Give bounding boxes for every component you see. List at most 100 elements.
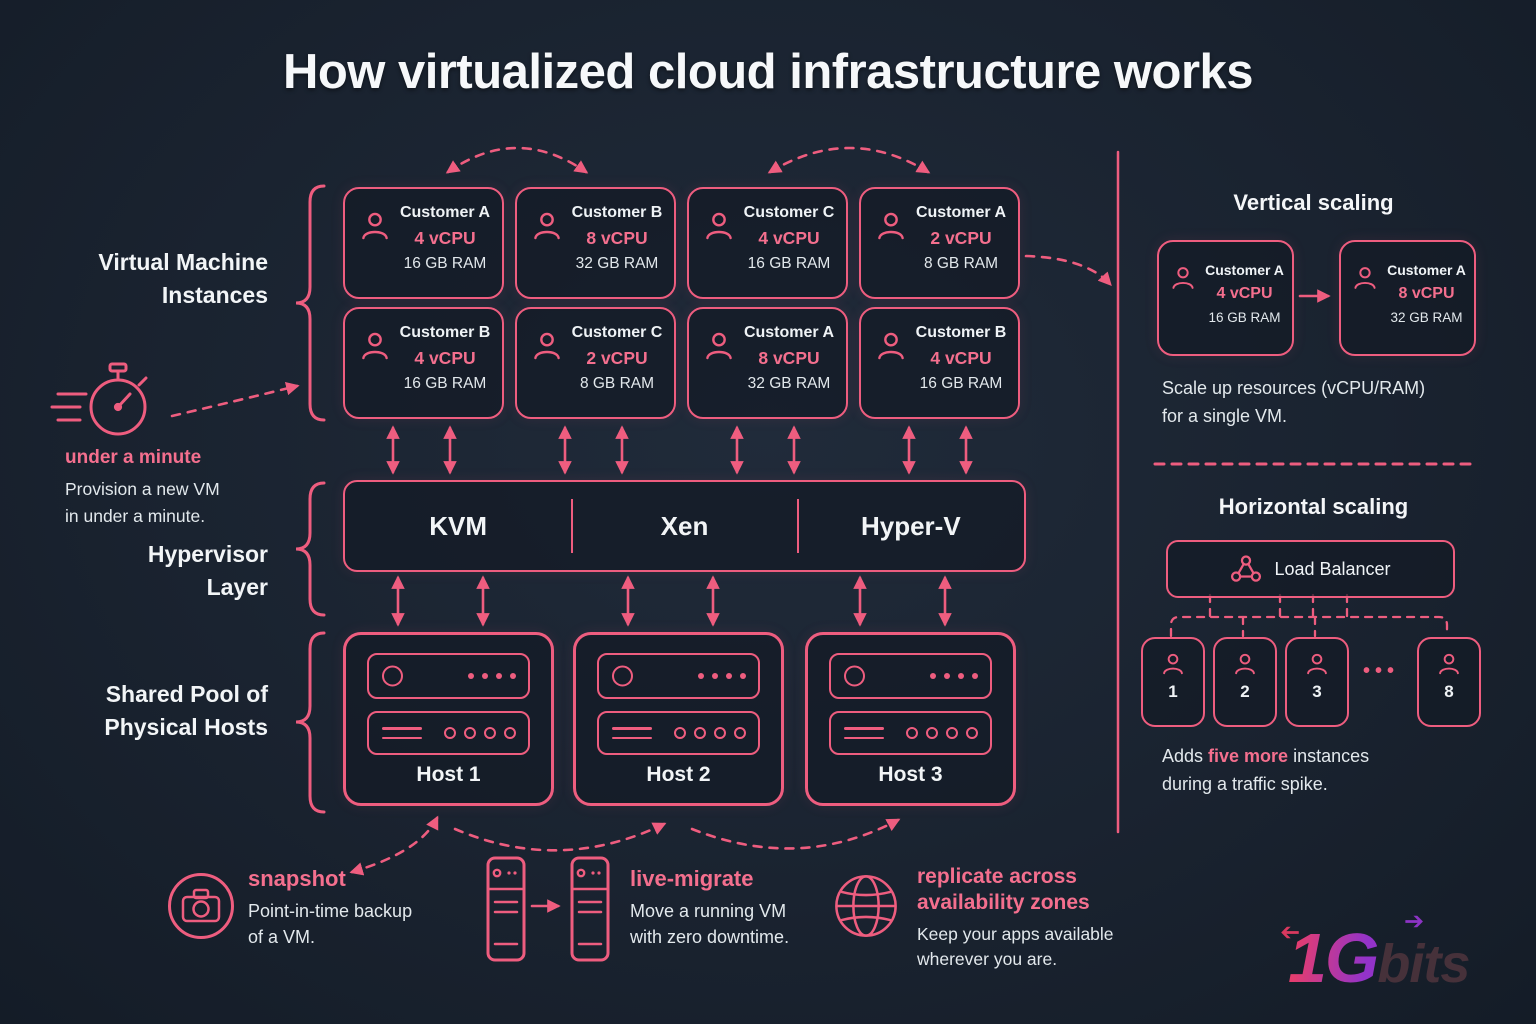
snapshot-curve (349, 815, 439, 876)
load-balancer-box: Load Balancer (1166, 540, 1455, 598)
hypervisor-hyperv: Hyper-V (860, 510, 961, 541)
vcpu-value: 8 vCPU (1398, 285, 1455, 302)
vm-card: Customer A 4 vCPU 16 GB RAM (343, 187, 504, 299)
vcpu-value: 4 vCPU (414, 228, 476, 248)
logo-primary-text: 1G (1288, 919, 1379, 997)
customer-name: Customer B (915, 324, 1007, 341)
customer-name: Customer A (915, 204, 1007, 221)
hypervisor-layer-label: Hypervisor Layer (147, 541, 268, 600)
camera-snapshot-icon (168, 873, 234, 939)
ram-value: 32 GB RAM (1390, 310, 1463, 325)
hypervisor-divider (571, 499, 573, 553)
logo-right-arrow-icon: ➔ (1404, 908, 1425, 935)
instance-card: 8 (1417, 637, 1481, 727)
server-tower-icon (570, 856, 610, 962)
hosts-brace (295, 631, 326, 814)
person-icon (1163, 653, 1183, 675)
person-icon (706, 332, 732, 360)
vcpu-value: 8 vCPU (586, 228, 648, 248)
person-icon (1307, 653, 1327, 675)
vcpu-value: 2 vCPU (586, 348, 648, 368)
load-balancer-icon (1231, 555, 1262, 582)
ram-value: 8 GB RAM (579, 375, 655, 392)
hypervisor-divider (797, 499, 799, 553)
logo-left-arrow-icon: ➔ (1280, 919, 1301, 946)
server-tower-icon (486, 856, 526, 962)
vcpu-value: 4 vCPU (1216, 285, 1273, 302)
server-unit (367, 711, 530, 755)
live-migrate-feature: live-migrate Move a running VM with zero… (630, 866, 790, 947)
horizontal-scaling-caption: Adds five more instances during a traffi… (1162, 746, 1370, 794)
vcpu-value: 4 vCPU (414, 348, 476, 368)
hypervisor-xen: Xen (660, 510, 709, 541)
person-icon (1235, 653, 1255, 675)
page-title: How virtualized cloud infrastructure wor… (282, 45, 1254, 99)
customer-name: Customer A (399, 204, 491, 221)
ram-value: 16 GB RAM (747, 255, 831, 272)
customer-name: Customer A (743, 324, 835, 341)
provision-callout-title: under a minute (65, 447, 202, 468)
vertical-scaling-caption: Scale up resources (vCPU/RAM) for a sing… (1162, 378, 1426, 426)
vcpu-value: 8 vCPU (758, 348, 820, 368)
load-balancer-label: Load Balancer (1274, 558, 1391, 579)
vcpu-value: 4 vCPU (930, 348, 992, 368)
live-migrate-title: live-migrate (630, 866, 754, 891)
vm-layer-label: Virtual Machine Instances (98, 249, 268, 308)
vertical-scaling-after-card: Customer A 8 vCPU 32 GB RAM (1339, 240, 1476, 356)
ram-value: 32 GB RAM (747, 375, 831, 392)
snapshot-title: snapshot (248, 866, 346, 891)
vm-card: Customer B 4 vCPU 16 GB RAM (859, 307, 1020, 419)
person-icon (534, 212, 560, 240)
power-led-icon (612, 665, 633, 687)
person-icon (1172, 267, 1194, 289)
brand-logo: ➔ ➔ 1Gbits (1280, 910, 1518, 1008)
customer-name: Customer A (1205, 262, 1284, 278)
ram-value: 16 GB RAM (919, 375, 1003, 392)
host-card: Host 3 (805, 632, 1016, 806)
host-card: Host 1 (343, 632, 554, 806)
customer-name: Customer C (743, 204, 835, 221)
vcpu-value: 2 vCPU (930, 228, 992, 248)
caption-highlight: five more (1208, 746, 1289, 766)
ram-value: 16 GB RAM (403, 255, 487, 272)
vm-card: Customer A 8 vCPU 32 GB RAM (687, 307, 848, 419)
vm-brace (295, 184, 326, 422)
instance-card: 2 (1213, 637, 1277, 727)
person-icon (878, 212, 904, 240)
server-unit (829, 653, 992, 699)
instance-number: 3 (1312, 682, 1322, 701)
server-unit (597, 653, 760, 699)
server-unit (597, 711, 760, 755)
provision-arrow (170, 382, 300, 418)
instance-card: 3 (1285, 637, 1349, 727)
power-led-icon (382, 665, 403, 687)
replicate-feature: replicate across availability zones Keep… (917, 865, 1114, 969)
replicate-title: replicate across availability zones (917, 865, 1090, 914)
ram-value: 16 GB RAM (403, 375, 487, 392)
power-led-icon (844, 665, 865, 687)
person-icon (362, 212, 388, 240)
hypervisor-brace (295, 481, 326, 617)
person-icon (878, 332, 904, 360)
replicate-curve (690, 818, 901, 850)
host-card: Host 2 (573, 632, 784, 806)
instance-number: 8 (1444, 682, 1454, 701)
customer-name: Customer A (1387, 262, 1466, 278)
globe-icon (835, 875, 897, 937)
hosts-layer-label: Shared Pool of Physical Hosts (104, 681, 268, 740)
snapshot-feature: snapshot Point-in-time backup of a VM. (248, 866, 413, 947)
instance-card: 1 (1141, 637, 1205, 727)
person-icon (1439, 653, 1459, 675)
vm-swap-arrow-right (767, 146, 931, 174)
customer-name: Customer C (571, 324, 663, 341)
person-icon (362, 332, 388, 360)
host-label: Host 3 (878, 763, 943, 786)
server-unit (829, 711, 992, 755)
instance-number: 1 (1168, 682, 1178, 701)
